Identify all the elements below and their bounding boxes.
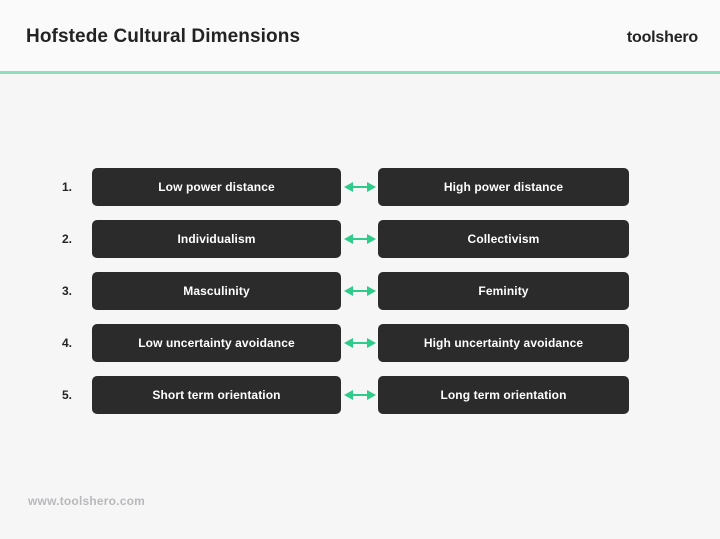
double-headed-arrow-icon [344,388,376,402]
row-number: 3. [62,284,73,298]
footer-website-url[interactable]: www.toolshero.com [28,494,145,508]
row-number: 4. [62,336,73,350]
double-headed-arrow-icon [344,232,376,246]
double-headed-arrow-icon [344,336,376,350]
dimension-row: 4. Low uncertainty avoidance High uncert… [0,324,720,362]
dimension-left-box[interactable]: Low power distance [92,168,341,206]
dimension-left-box[interactable]: Masculinity [92,272,341,310]
row-number: 1. [62,180,73,194]
dimension-row: 5. Short term orientation Long term orie… [0,376,720,414]
dimension-left-box[interactable]: Short term orientation [92,376,341,414]
row-number: 5. [62,388,73,402]
diagram-canvas: 1. Low power distance High power distanc… [0,74,720,539]
dimension-right-box[interactable]: Feminity [378,272,629,310]
dimension-right-box[interactable]: High power distance [378,168,629,206]
dimension-rows: 1. Low power distance High power distanc… [0,168,720,428]
double-headed-arrow-icon [344,180,376,194]
dimension-row: 3. Masculinity Feminity [0,272,720,310]
dimension-row: 1. Low power distance High power distanc… [0,168,720,206]
brand-logo-text: toolshero [626,29,698,46]
dimension-left-box[interactable]: Individualism [92,220,341,258]
row-number: 2. [62,232,73,246]
dimension-right-box[interactable]: Collectivism [378,220,629,258]
page-header: Hofstede Cultural Dimensions toolshero [0,0,720,74]
dimension-left-box[interactable]: Low uncertainty avoidance [92,324,341,362]
dimension-right-box[interactable]: High uncertainty avoidance [378,324,629,362]
double-headed-arrow-icon [344,284,376,298]
page-title: Hofstede Cultural Dimensions [26,26,301,47]
dimension-right-box[interactable]: Long term orientation [378,376,629,414]
dimension-row: 2. Individualism Collectivism [0,220,720,258]
header-divider [0,71,720,74]
